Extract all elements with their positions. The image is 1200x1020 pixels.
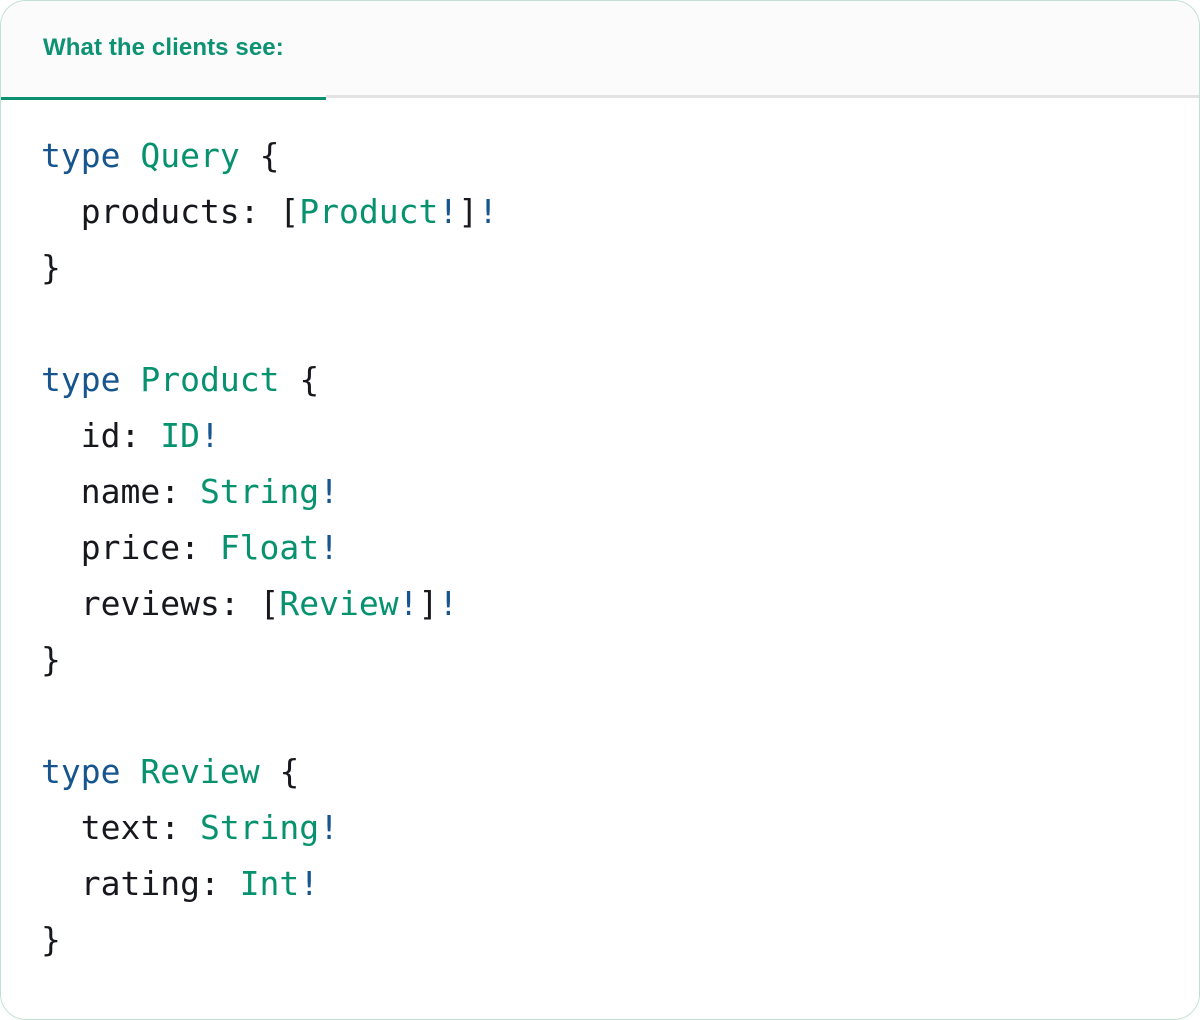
code-token-plain <box>240 136 260 175</box>
code-token-punct: { <box>279 752 300 791</box>
code-line: price: Float! <box>41 520 1159 576</box>
code-panel: type Query { products: [Product!]!} type… <box>1 98 1199 1018</box>
code-token-bang: ! <box>398 584 419 623</box>
code-token-bang: ! <box>438 192 459 231</box>
code-token-type: String <box>199 472 320 511</box>
code-line: name: String! <box>41 464 1159 520</box>
code-token-plain <box>279 360 299 399</box>
code-token-bang: ! <box>478 192 498 231</box>
code-token-field: reviews: <box>41 584 260 623</box>
code-token-bang: ! <box>319 472 340 511</box>
code-token-plain <box>260 752 280 791</box>
code-token-field: text: <box>41 808 200 847</box>
code-token-keyword: type <box>41 752 121 791</box>
code-token-type: Float <box>219 528 320 567</box>
code-line: text: String! <box>41 800 1159 856</box>
code-token-keyword: type <box>41 136 121 175</box>
code-token-field: products: <box>41 192 280 231</box>
code-token-type: Product <box>299 192 439 231</box>
code-token-punct: { <box>299 360 320 399</box>
code-line: } <box>41 632 1159 688</box>
graphql-schema-code[interactable]: type Query { products: [Product!]!} type… <box>1 128 1199 968</box>
code-token-punct: [ <box>259 584 280 623</box>
code-token-bang: ! <box>319 528 340 567</box>
code-line: type Query { <box>41 128 1159 184</box>
code-token-field: rating: <box>41 864 240 903</box>
code-token-punct: } <box>41 920 61 959</box>
code-token-type: Query <box>140 136 240 175</box>
code-token-keyword: type <box>41 360 121 399</box>
code-token-punct: { <box>259 136 280 175</box>
code-token-field: id: <box>41 416 161 455</box>
code-token-punct: ] <box>418 584 439 623</box>
code-line <box>41 688 1159 744</box>
code-token-type: Product <box>140 360 280 399</box>
code-token-bang: ! <box>438 584 459 623</box>
code-token-type: Review <box>140 752 260 791</box>
tab-label: What the clients see: <box>43 34 284 61</box>
code-line: type Review { <box>41 744 1159 800</box>
code-token-bang: ! <box>299 864 320 903</box>
code-token-punct: } <box>41 640 61 679</box>
code-line: reviews: [Review!]! <box>41 576 1159 632</box>
code-token-field: name: <box>41 472 200 511</box>
code-line: } <box>41 912 1159 968</box>
code-line: } <box>41 240 1159 296</box>
code-token-type: ID <box>160 416 200 455</box>
code-token-punct: } <box>41 248 61 287</box>
code-token-punct: ] <box>458 192 479 231</box>
code-token-field: price: <box>41 528 220 567</box>
code-token-plain <box>120 752 140 791</box>
code-token-type: Int <box>239 864 300 903</box>
code-token-bang: ! <box>199 416 220 455</box>
code-line: products: [Product!]! <box>41 184 1159 240</box>
tab-bar: What the clients see: <box>1 1 1199 100</box>
code-token-type: Review <box>279 584 399 623</box>
code-token-bang: ! <box>319 808 340 847</box>
code-token-type: String <box>199 808 320 847</box>
code-line: rating: Int! <box>41 856 1159 912</box>
tab-what-the-clients-see[interactable]: What the clients see: <box>1 1 326 100</box>
code-line: type Product { <box>41 352 1159 408</box>
code-line: id: ID! <box>41 408 1159 464</box>
code-token-plain <box>120 136 140 175</box>
code-token-punct: [ <box>279 192 300 231</box>
code-token-plain <box>120 360 140 399</box>
code-line <box>41 296 1159 352</box>
